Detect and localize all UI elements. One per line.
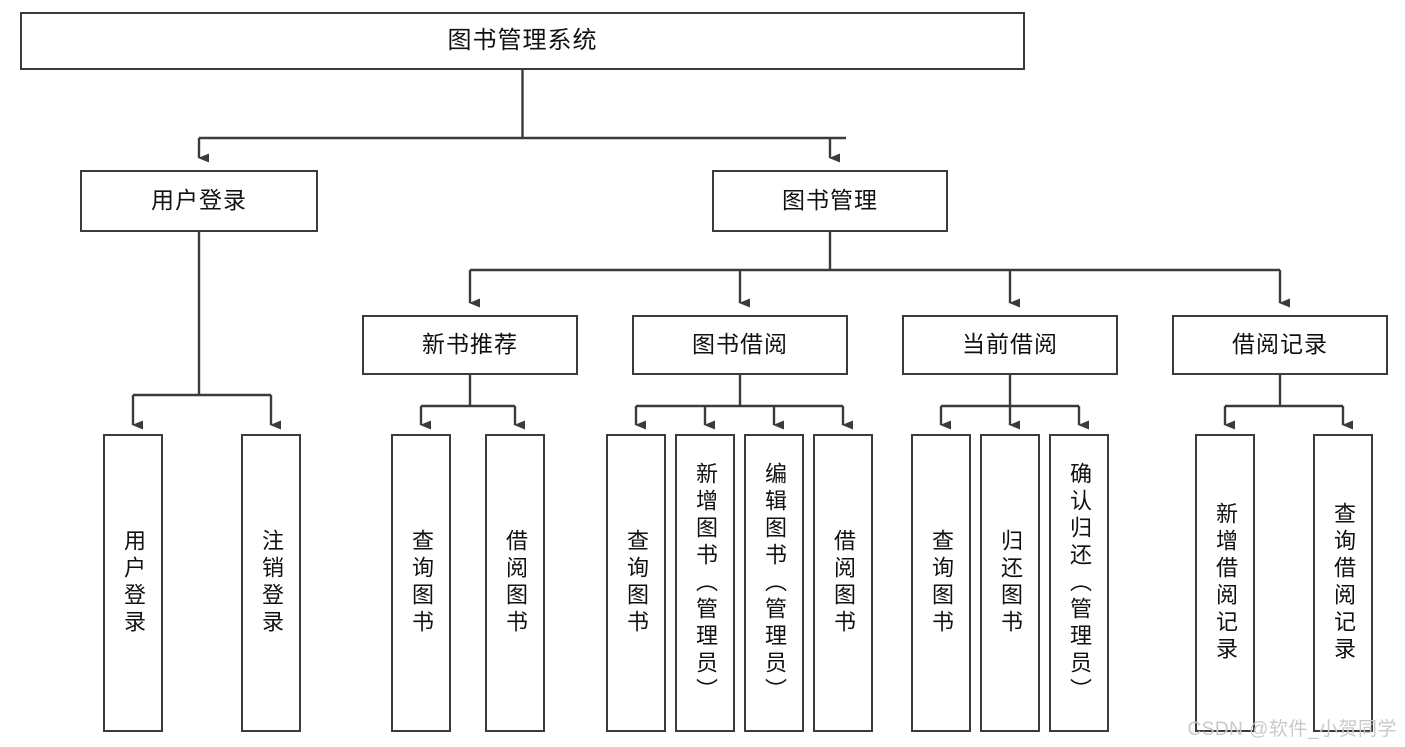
- node-root-label: 图书管理系统: [447, 26, 598, 54]
- node-leaf-user-login-login[interactable]: 用户登录: [103, 434, 163, 732]
- node-book-borrow-label: 图书借阅: [692, 331, 788, 358]
- node-leaf-label: 注销登录: [259, 529, 284, 637]
- node-leaf-borrowrecords-query-record[interactable]: 查询借阅记录: [1313, 434, 1373, 732]
- node-leaf-label: 查询图书: [929, 529, 954, 637]
- node-new-book-recommend[interactable]: 新书推荐: [362, 315, 578, 375]
- node-leaf-newbook-borrow-book[interactable]: 借阅图书: [485, 434, 545, 732]
- node-leaf-label: 归还图书: [998, 529, 1023, 637]
- node-user-login-label: 用户登录: [151, 187, 247, 214]
- node-leaf-borrowrecords-add-record[interactable]: 新增借阅记录: [1195, 434, 1255, 732]
- node-leaf-label: 新增借阅记录: [1213, 502, 1238, 664]
- node-borrow-records[interactable]: 借阅记录: [1172, 315, 1388, 375]
- node-book-management-label: 图书管理: [782, 187, 878, 214]
- node-borrow-records-label: 借阅记录: [1232, 331, 1328, 358]
- node-root-book-management-system[interactable]: 图书管理系统: [20, 12, 1025, 70]
- node-leaf-label: 查询图书: [624, 529, 649, 637]
- node-leaf-label: 借阅图书: [831, 529, 856, 637]
- node-leaf-currentborrow-return-book[interactable]: 归还图书: [980, 434, 1040, 732]
- node-user-login[interactable]: 用户登录: [80, 170, 318, 232]
- node-book-management[interactable]: 图书管理: [712, 170, 948, 232]
- node-leaf-label: 查询借阅记录: [1331, 502, 1356, 664]
- node-leaf-label: 查询图书: [409, 529, 434, 637]
- node-leaf-bookborrow-borrow-book[interactable]: 借阅图书: [813, 434, 873, 732]
- node-leaf-label: 借阅图书: [503, 529, 528, 637]
- node-book-borrow[interactable]: 图书借阅: [632, 315, 848, 375]
- node-leaf-bookborrow-query-book[interactable]: 查询图书: [606, 434, 666, 732]
- node-leaf-label: 确认归还（管理员）: [1067, 461, 1092, 705]
- node-leaf-bookborrow-edit-book-admin[interactable]: 编辑图书（管理员）: [744, 434, 804, 732]
- node-leaf-label: 新增图书（管理员）: [693, 461, 718, 705]
- node-leaf-user-login-logout[interactable]: 注销登录: [241, 434, 301, 732]
- node-leaf-label: 用户登录: [121, 529, 146, 637]
- node-leaf-label: 编辑图书（管理员）: [762, 461, 787, 705]
- node-leaf-currentborrow-confirm-return-admin[interactable]: 确认归还（管理员）: [1049, 434, 1109, 732]
- csdn-watermark: CSDN @软件_小贺同学: [1187, 719, 1397, 740]
- node-current-borrow-label: 当前借阅: [962, 331, 1058, 358]
- node-leaf-newbook-query-book[interactable]: 查询图书: [391, 434, 451, 732]
- node-leaf-currentborrow-query-book[interactable]: 查询图书: [911, 434, 971, 732]
- node-current-borrow[interactable]: 当前借阅: [902, 315, 1118, 375]
- node-new-book-recommend-label: 新书推荐: [422, 331, 518, 358]
- node-leaf-bookborrow-add-book-admin[interactable]: 新增图书（管理员）: [675, 434, 735, 732]
